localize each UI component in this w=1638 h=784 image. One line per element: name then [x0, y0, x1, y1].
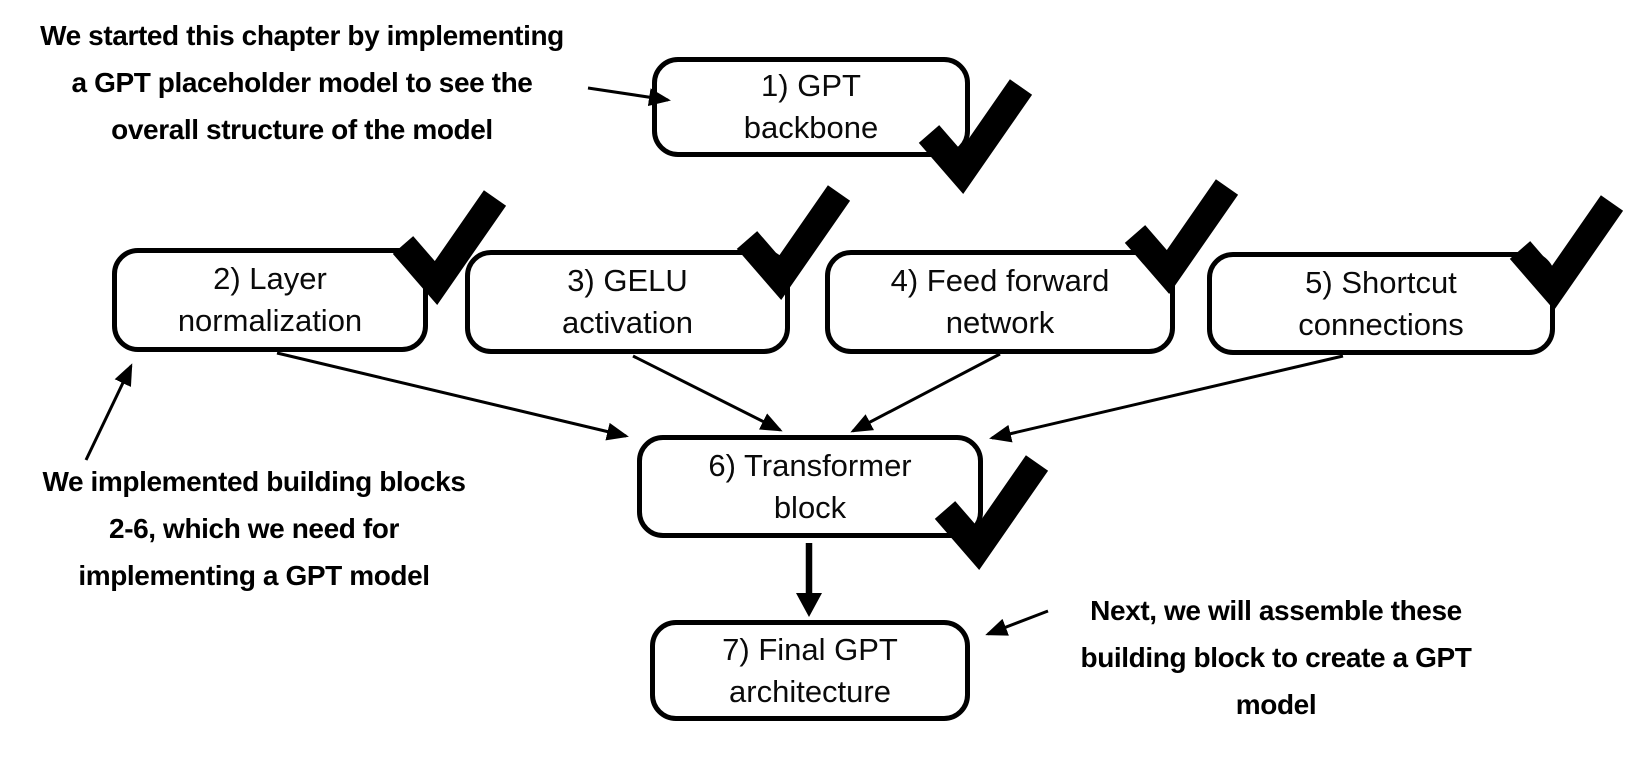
arrow-transformer-to-final-gpt-head [796, 593, 822, 617]
annotation-top-left: We started this chapter by implementing … [40, 20, 564, 145]
box-label-gelu-activation: 3) GELU activation [562, 263, 693, 340]
box-feed-forward-network: 4) Feed forward network [825, 250, 1175, 354]
box-label-gpt-backbone: 1) GPT backbone [743, 68, 879, 145]
arrow-gelu-to-transformer [632, 354, 783, 432]
arrow-layer-norm-to-transformer [276, 351, 629, 441]
arrow-feed-forward-to-transformer [850, 352, 1001, 433]
annotation-bottom-right: Next, we will assemble these building bl… [1080, 595, 1472, 720]
arrow-annotation-to-final-gpt [985, 609, 1049, 636]
box-transformer-block: 6) Transformer block [637, 435, 983, 538]
box-final-gpt-architecture: 7) Final GPT architecture [650, 620, 970, 721]
box-label-layer-normalization: 2) Layer normalization [177, 261, 363, 338]
box-label-shortcut-connections: 5) Shortcut connections [1298, 264, 1464, 342]
arrow-annotation-to-layer-norm [84, 363, 133, 461]
box-layer-normalization: 2) Layer normalization [112, 248, 428, 352]
annotation-bottom-left: We implemented building blocks 2-6, whic… [42, 466, 466, 591]
box-label-transformer-block: 6) Transformer block [708, 447, 912, 525]
box-gelu-activation: 3) GELU activation [465, 250, 790, 354]
box-gpt-backbone: 1) GPT backbone [652, 57, 970, 157]
arrow-shortcut-to-transformer [989, 354, 1344, 443]
box-shortcut-connections: 5) Shortcut connections [1207, 252, 1555, 355]
box-label-feed-forward-network: 4) Feed forward network [890, 263, 1110, 340]
box-label-final-gpt-architecture: 7) Final GPT architecture [722, 631, 898, 709]
